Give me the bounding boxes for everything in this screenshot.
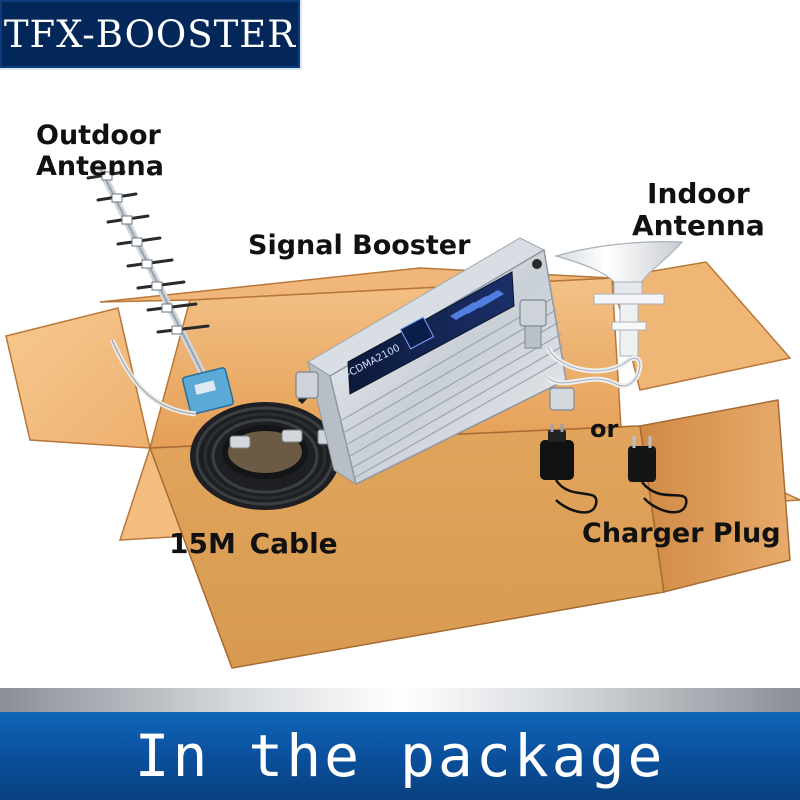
us-charger-icon bbox=[628, 436, 688, 514]
indoor-antenna-label-line-2: Antenna bbox=[632, 209, 765, 242]
eu-charger-icon bbox=[540, 424, 598, 514]
outdoor-antenna-label-line-2: Antenna bbox=[36, 151, 164, 182]
charger-plugs bbox=[540, 424, 688, 514]
banner-blue-bar bbox=[0, 712, 800, 800]
coaxial-cable-coil bbox=[190, 367, 340, 510]
banner-silver-strip bbox=[0, 688, 800, 712]
indoor-port-connector bbox=[519, 299, 547, 327]
signal-booster-label: Signal Booster bbox=[248, 230, 471, 261]
indoor-antenna bbox=[545, 241, 684, 411]
charger-plug-label: Charger Plug bbox=[582, 518, 781, 549]
package-illustration: W-CDMA2100 bbox=[5, 164, 800, 669]
outdoor-antenna-label-line-1: Outdoor bbox=[36, 120, 161, 151]
box-side-face bbox=[639, 399, 791, 593]
power-jack bbox=[532, 259, 542, 269]
outdoor-port-connector bbox=[295, 371, 319, 399]
signal-bars-icon bbox=[399, 316, 435, 350]
signal-booster-device: W-CDMA2100 bbox=[295, 237, 567, 486]
brand-logo: TFX-BOOSTER bbox=[0, 0, 302, 70]
indoor-antenna-label-line-1: Indoor bbox=[647, 177, 750, 210]
outdoor-antenna-label: Outdoor Antenna bbox=[36, 122, 164, 180]
banner-title: In the package bbox=[134, 722, 666, 790]
cable-label: 15M Cable bbox=[169, 527, 338, 560]
or-label: or bbox=[590, 415, 619, 443]
package-banner: In the package bbox=[0, 688, 800, 800]
box-left-flap bbox=[5, 307, 151, 449]
outdoor-antenna bbox=[86, 164, 235, 417]
indoor-antenna-label: Indoor Antenna bbox=[632, 180, 765, 240]
